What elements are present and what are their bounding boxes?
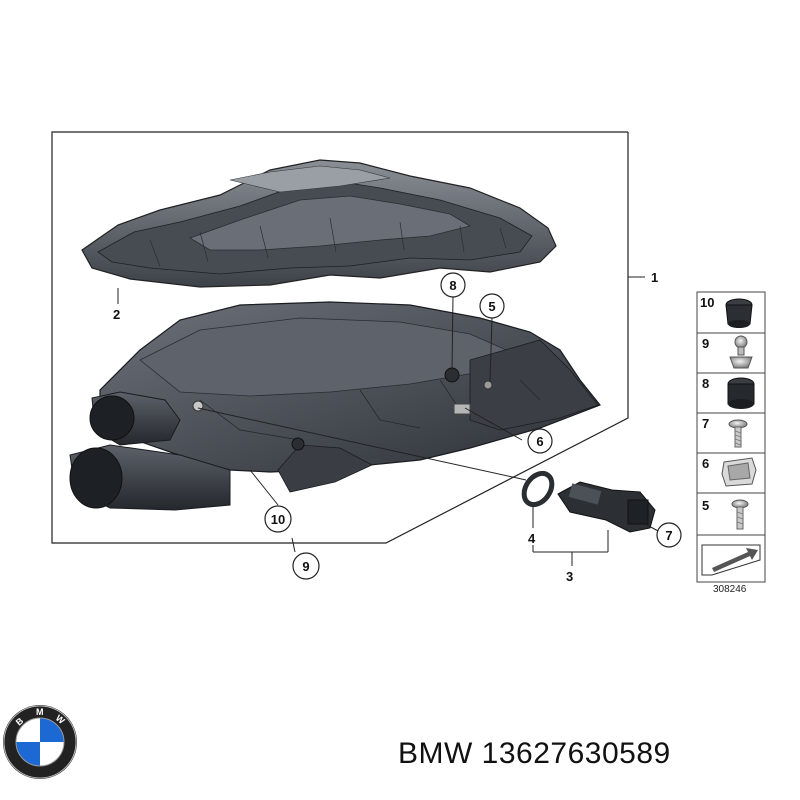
legend-row-5: 5 [702, 498, 749, 530]
callout-4-label: 4 [528, 531, 536, 546]
leader-lines [197, 295, 527, 553]
bmw-logo: B M W [3, 705, 77, 779]
callout-7-label: 7 [665, 528, 672, 543]
legend-row-7: 7 [702, 416, 748, 448]
brand-part-number: BMW 13627630589 [398, 737, 671, 771]
legend-num-5: 5 [702, 498, 709, 513]
callout-5: 5 [479, 293, 505, 319]
arrow-sign-icon [701, 544, 761, 576]
spring-clip-icon [721, 457, 757, 487]
callout-9-label: 9 [302, 559, 309, 574]
callout-9: 9 [292, 552, 320, 580]
parts-legend: 10 9 8 7 [696, 291, 766, 595]
brand-name: BMW [398, 737, 473, 770]
gasket-ring [521, 470, 555, 508]
callout-1-label: 1 [651, 270, 658, 285]
callout-7: 7 [656, 522, 682, 548]
svg-text:B: B [14, 715, 26, 727]
svg-text:M: M [36, 707, 44, 717]
screw-icon [731, 499, 749, 530]
callout-10: 10 [264, 505, 292, 533]
screw-on-housing [483, 380, 493, 390]
legend-row-8: 8 [702, 376, 755, 409]
diagram-number: 308246 [713, 584, 747, 595]
screw-icon [728, 419, 748, 448]
legend-row-10: 10 [700, 295, 753, 328]
clip-on-housing [453, 403, 471, 415]
assembly-frame [51, 131, 629, 544]
legend-num-6: 6 [702, 456, 709, 471]
rubber-grommet-icon [725, 298, 753, 328]
callout-10-label: 10 [271, 512, 285, 527]
air-filter-cover [81, 159, 557, 288]
legend-row-9: 9 [702, 335, 753, 369]
callout-2-label: 2 [113, 307, 120, 322]
intake-duct-upper [89, 391, 181, 446]
grommet-on-housing [444, 367, 460, 383]
ball-pin-icon [729, 335, 753, 369]
callout-6-label: 6 [536, 434, 543, 449]
callout-8-label: 8 [449, 278, 456, 293]
legend-row-6: 6 [702, 456, 757, 487]
rubber-mount-icon [727, 377, 755, 409]
intake-duct-lower [69, 444, 231, 511]
air-mass-sensor [557, 481, 656, 533]
grommet-lower-housing [291, 437, 305, 451]
callout-6: 6 [527, 428, 553, 454]
legend-num-9: 9 [702, 336, 709, 351]
legend-num-8: 8 [702, 376, 709, 391]
callout-5-label: 5 [488, 299, 495, 314]
legend-num-10: 10 [700, 295, 714, 310]
callout-3-label: 3 [566, 569, 573, 584]
part-number: 13627630589 [481, 737, 671, 770]
callout-8: 8 [440, 272, 466, 298]
legend-num-7: 7 [702, 416, 709, 431]
pin-on-housing [192, 400, 204, 412]
